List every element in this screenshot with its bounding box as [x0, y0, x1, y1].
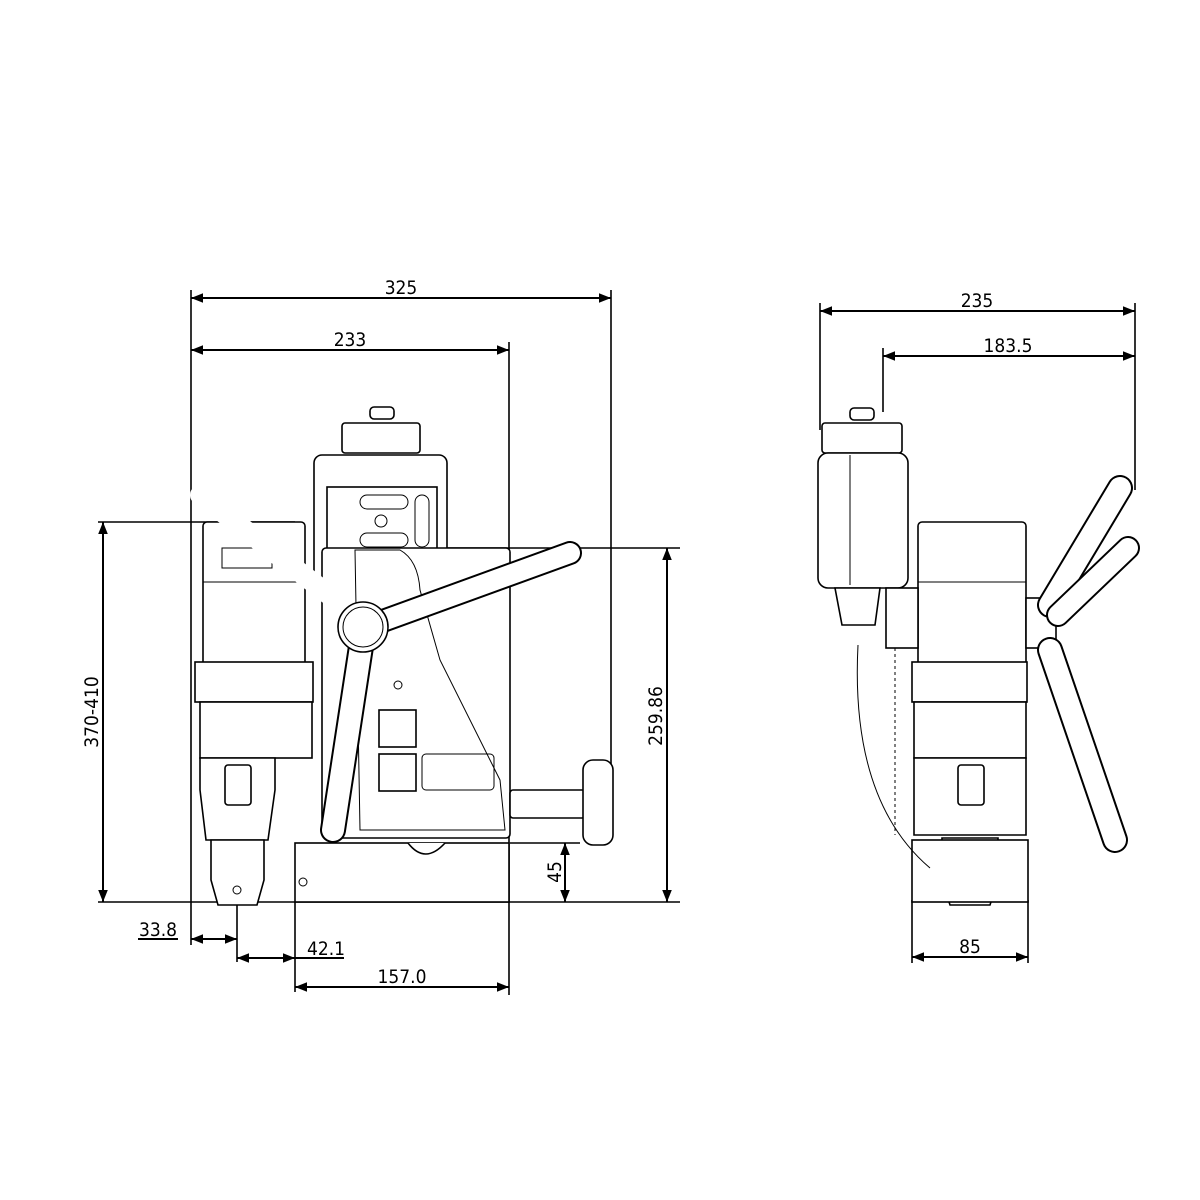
dim-overall-depth: 235: [961, 290, 994, 312]
dim-base-width: 85: [959, 936, 981, 958]
top-knob: [369, 406, 395, 420]
side-dimensions: 235 183.5 85: [820, 290, 1135, 962]
dim-handle-depth: 183.5: [984, 335, 1033, 357]
dim-chuck-to-base: 42.1: [307, 938, 345, 960]
side-view: 235 183.5 85: [817, 290, 1140, 963]
slide-plate: [326, 486, 438, 556]
front-dimensions: 325 233 370-410 259.86 45 33.8 42.1 157.…: [81, 277, 672, 992]
feed-hub: [337, 601, 389, 653]
magnet-base: [911, 839, 1029, 903]
magnetic-drill-front: [190, 406, 614, 906]
slot: [359, 494, 409, 510]
switch-on: [378, 709, 417, 748]
dim-body-width: 233: [334, 329, 367, 351]
dim-chuck-offset: 33.8: [139, 919, 177, 941]
top-cap: [821, 422, 903, 454]
dim-base-length: 157.0: [378, 966, 427, 988]
side-handle-shaft: [509, 789, 586, 819]
spindle-housing: [913, 701, 1027, 759]
gearbox: [194, 661, 314, 703]
slot: [414, 494, 430, 548]
top-cap: [341, 422, 421, 454]
switch-off: [378, 753, 417, 792]
gearbox: [911, 661, 1028, 703]
slot: [359, 532, 409, 548]
top-knob: [849, 407, 875, 421]
dim-stroke-height: 259.86: [645, 686, 667, 746]
magnet-base: [294, 842, 510, 903]
dim-base-height: 45: [544, 861, 566, 883]
screw-icon: [374, 514, 388, 528]
column-housing: [817, 452, 909, 589]
magnetic-drill-side: [817, 407, 1140, 906]
chuck: [210, 839, 265, 906]
label-plate: [421, 753, 495, 791]
side-handle-grip: [582, 759, 614, 846]
spindle-housing: [199, 701, 313, 759]
cable: [856, 644, 931, 869]
dim-overall-width: 325: [385, 277, 418, 299]
front-view: 325 233 370-410 259.86 45 33.8 42.1 157.…: [81, 277, 680, 995]
dim-height-range: 370-410: [81, 676, 103, 747]
